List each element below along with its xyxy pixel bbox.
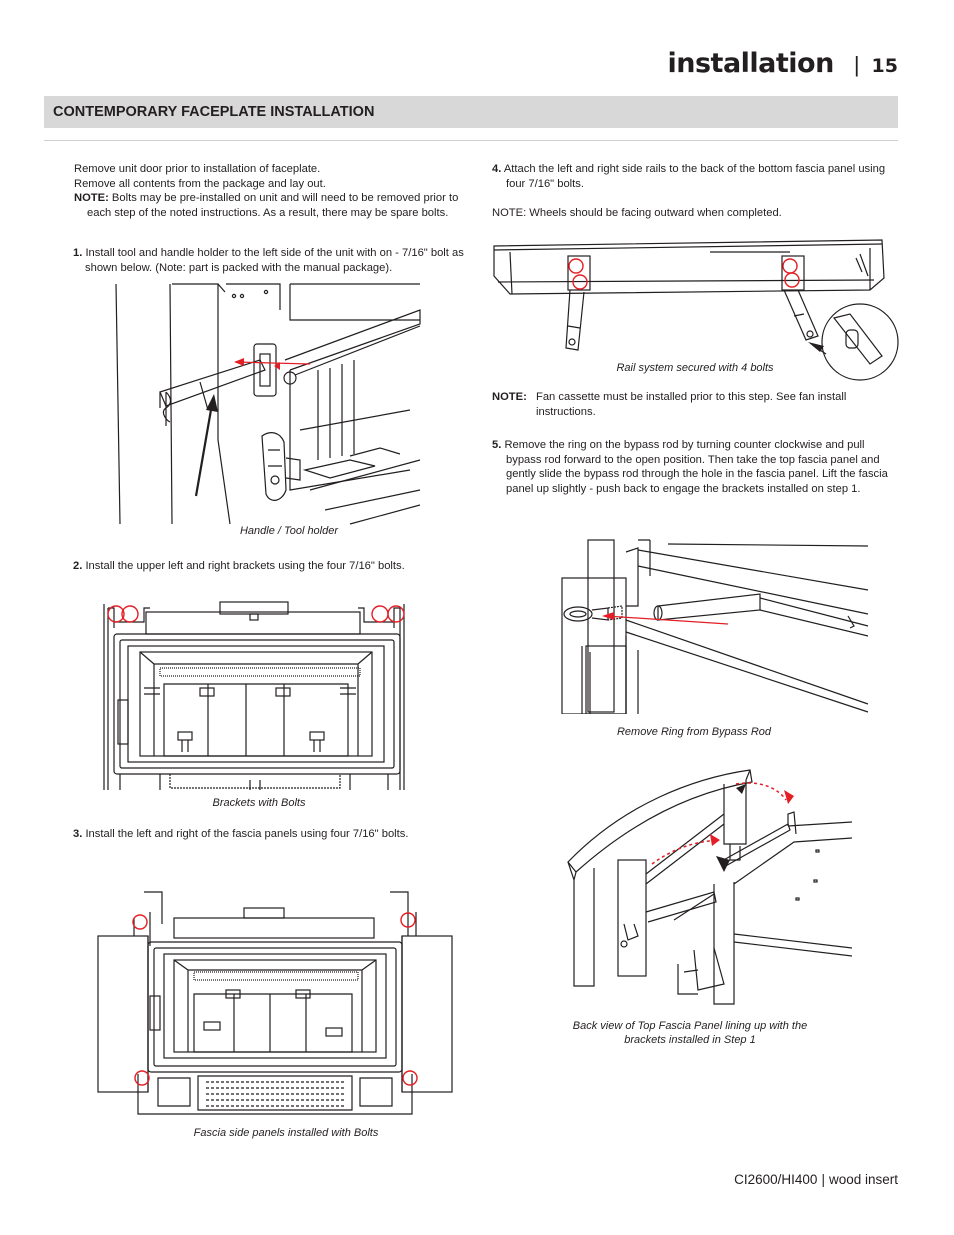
step-5-number: 5. bbox=[492, 439, 502, 451]
handle-tool-holder-figure bbox=[115, 283, 421, 525]
note-paragraph: NOTE: Bolts may be pre-installed on unit… bbox=[74, 191, 464, 220]
divider bbox=[44, 140, 898, 141]
bypass-rod-figure bbox=[561, 539, 869, 714]
intro-line-2: Remove all contents from the package and… bbox=[74, 177, 326, 190]
step-3-text: Install the left and right of the fascia… bbox=[85, 828, 409, 840]
figure-3-caption: Fascia side panels installed with Bolts bbox=[193, 1127, 379, 1139]
note-fan-cassette: NOTE: Fan cassette must be installed pri… bbox=[492, 390, 892, 419]
step-2-text: Install the upper left and right bracket… bbox=[85, 560, 405, 572]
note-label: NOTE: bbox=[74, 192, 109, 205]
header-separator: | bbox=[853, 52, 860, 77]
page-title: installation bbox=[667, 48, 834, 79]
figure-6-caption-line-2: brackets installed in Step 1 bbox=[624, 1034, 756, 1046]
step-1-number: 1. bbox=[73, 247, 83, 259]
step-4: 4. Attach the left and right side rails … bbox=[492, 162, 892, 191]
brackets-figure bbox=[103, 601, 405, 790]
note-2-label: NOTE: bbox=[492, 391, 527, 403]
figure-6-caption: Back view of Top Fascia Panel lining up … bbox=[556, 1020, 824, 1046]
step-3-number: 3. bbox=[73, 828, 83, 840]
step-2-number: 2. bbox=[73, 560, 83, 572]
note-text: Bolts may be pre-installed on unit and w… bbox=[87, 192, 459, 219]
intro-line-1: Remove unit door prior to installation o… bbox=[74, 163, 321, 175]
step-1: 1. Install tool and handle holder to the… bbox=[73, 246, 465, 275]
page-header: installation | 15 bbox=[667, 48, 898, 79]
note-wheels: NOTE: Wheels should be facing outward wh… bbox=[492, 207, 782, 219]
figure-1-caption: Handle / Tool holder bbox=[239, 525, 339, 537]
step-4-text: Attach the left and right side rails to … bbox=[503, 163, 886, 190]
rail-system-figure bbox=[493, 239, 899, 381]
figure-4-caption: Rail system secured with 4 bolts bbox=[616, 362, 774, 374]
step-5-text: Remove the ring on the bypass rod by tur… bbox=[504, 439, 888, 495]
footer-model: CI2600/HI400 bbox=[734, 1172, 818, 1187]
section-title: CONTEMPORARY FACEPLATE INSTALLATION bbox=[53, 104, 375, 120]
fascia-side-panels-figure bbox=[97, 891, 453, 1115]
step-2: 2. Install the upper left and right brac… bbox=[73, 559, 465, 574]
step-5: 5. Remove the ring on the bypass rod by … bbox=[492, 438, 892, 496]
figure-5-caption: Remove Ring from Bypass Rod bbox=[616, 726, 772, 738]
page-footer: CI2600/HI400|wood insert bbox=[734, 1172, 898, 1187]
footer-product: wood insert bbox=[828, 1172, 898, 1187]
top-fascia-back-view-figure bbox=[567, 769, 852, 1005]
step-4-number: 4. bbox=[492, 163, 502, 175]
intro-block: Remove unit door prior to installation o… bbox=[74, 162, 464, 220]
step-3: 3. Install the left and right of the fas… bbox=[73, 827, 465, 842]
page-number: 15 bbox=[871, 55, 898, 77]
figure-2-caption: Brackets with Bolts bbox=[212, 797, 306, 809]
footer-separator: | bbox=[821, 1172, 825, 1187]
step-1-text: Install tool and handle holder to the le… bbox=[85, 247, 464, 274]
section-bar: CONTEMPORARY FACEPLATE INSTALLATION bbox=[44, 96, 898, 128]
figure-6-caption-line-1: Back view of Top Fascia Panel lining up … bbox=[572, 1020, 808, 1032]
note-2-text: Fan cassette must be installed prior to … bbox=[536, 391, 847, 418]
